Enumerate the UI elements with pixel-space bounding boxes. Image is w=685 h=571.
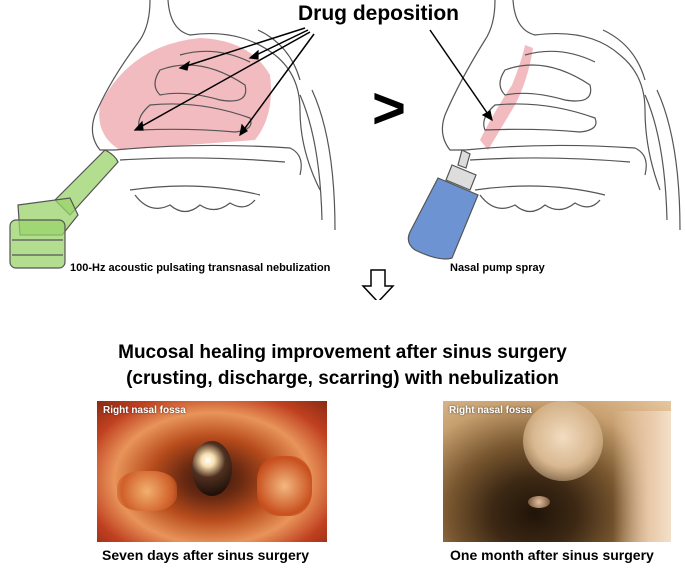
left-nasal-cavity-sketch [91,0,336,231]
endoscopy-photo-one-month: Right nasal fossa [443,401,671,542]
drug-deposition-sketches [9,0,681,300]
right-nasal-cavity-sketch [429,0,681,231]
nebulizer-device [9,149,119,269]
photo-label-2: Right nasal fossa [449,405,532,416]
endoscopy-photo-seven-days: Right nasal fossa [97,401,327,542]
headline-line-2: (crusting, discharge, scarring) with neb… [126,368,559,389]
comparison-symbol: > [372,76,406,141]
left-device-caption: 100-Hz acoustic pulsating transnasal neb… [70,262,331,274]
right-device-caption: Nasal pump spray [450,262,545,274]
down-arrow-icon [361,269,395,300]
photo-caption-1: Seven days after sinus surgery [102,547,309,563]
headline-line-1: Mucosal healing improvement after sinus … [118,342,567,363]
photo-label-1: Right nasal fossa [103,405,186,416]
figure-title: Drug deposition [298,2,459,25]
photo-caption-2: One month after sinus surgery [450,547,654,563]
nasal-spray-bottle [407,149,479,260]
right-deposition-area [480,45,533,150]
